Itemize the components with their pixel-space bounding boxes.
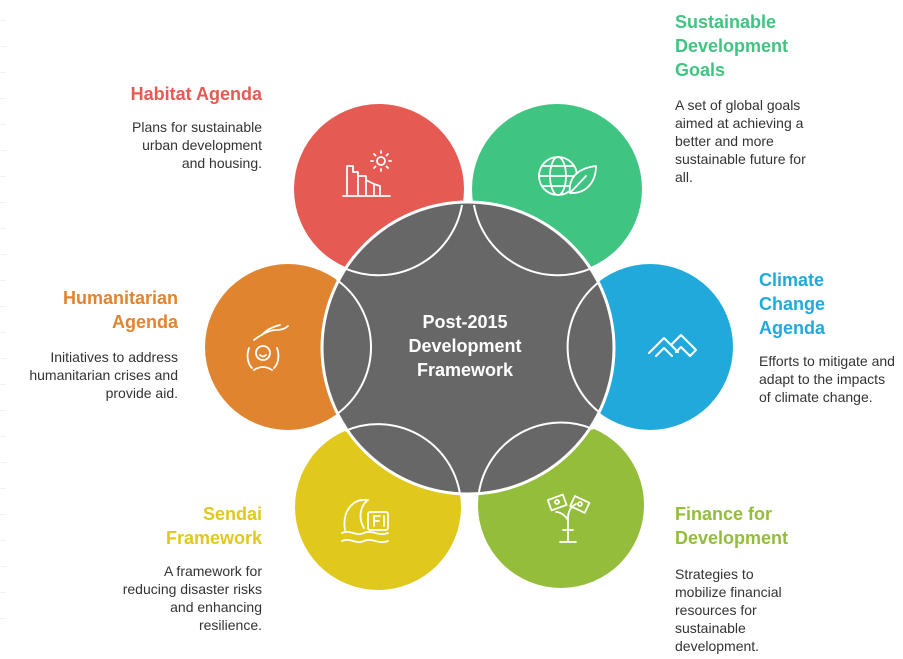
mountains-icon — [648, 334, 697, 357]
center-node — [320, 200, 616, 496]
wave-icon — [341, 499, 389, 544]
money-plant-icon — [546, 493, 591, 543]
finance-overlap-arc — [478, 421, 594, 493]
sendai-description: A framework for reducing disaster risks … — [122, 563, 262, 633]
climate-change-description: Efforts to mitigate and adapt to the imp… — [759, 353, 895, 405]
finance-title: Finance for Development — [675, 504, 789, 548]
hands-care-icon — [246, 324, 289, 371]
city-sun-icon — [342, 150, 392, 197]
climate-change-title: Climate Change Agenda — [759, 270, 826, 338]
center-title: Post-2015 Development Framework — [408, 312, 522, 380]
climate-overlap-arc — [566, 281, 600, 413]
sdg-description: A set of global goals aimed at achieving… — [675, 97, 806, 185]
humanitarian-overlap-arc — [336, 279, 372, 415]
sendai-title: Sendai Framework — [165, 504, 262, 548]
globe-leaf-icon — [538, 156, 597, 196]
overlap-arcs — [336, 204, 600, 495]
finance-description: Strategies to mobilize financial resourc… — [675, 566, 782, 654]
habitat-agenda-description: Plans for sustainable urban development … — [132, 119, 262, 171]
habitat-agenda-title: Habitat Agenda — [130, 84, 262, 104]
humanitarian-description: Initiatives to address humanitarian cris… — [29, 349, 178, 401]
sendai-overlap-arc — [344, 423, 461, 495]
humanitarian-title: Humanitarian Agenda — [62, 288, 178, 332]
sdg-overlap-arc — [473, 204, 593, 277]
sdg-title: Sustainable Development Goals — [675, 12, 789, 80]
habitat-overlap-arc — [343, 204, 463, 277]
